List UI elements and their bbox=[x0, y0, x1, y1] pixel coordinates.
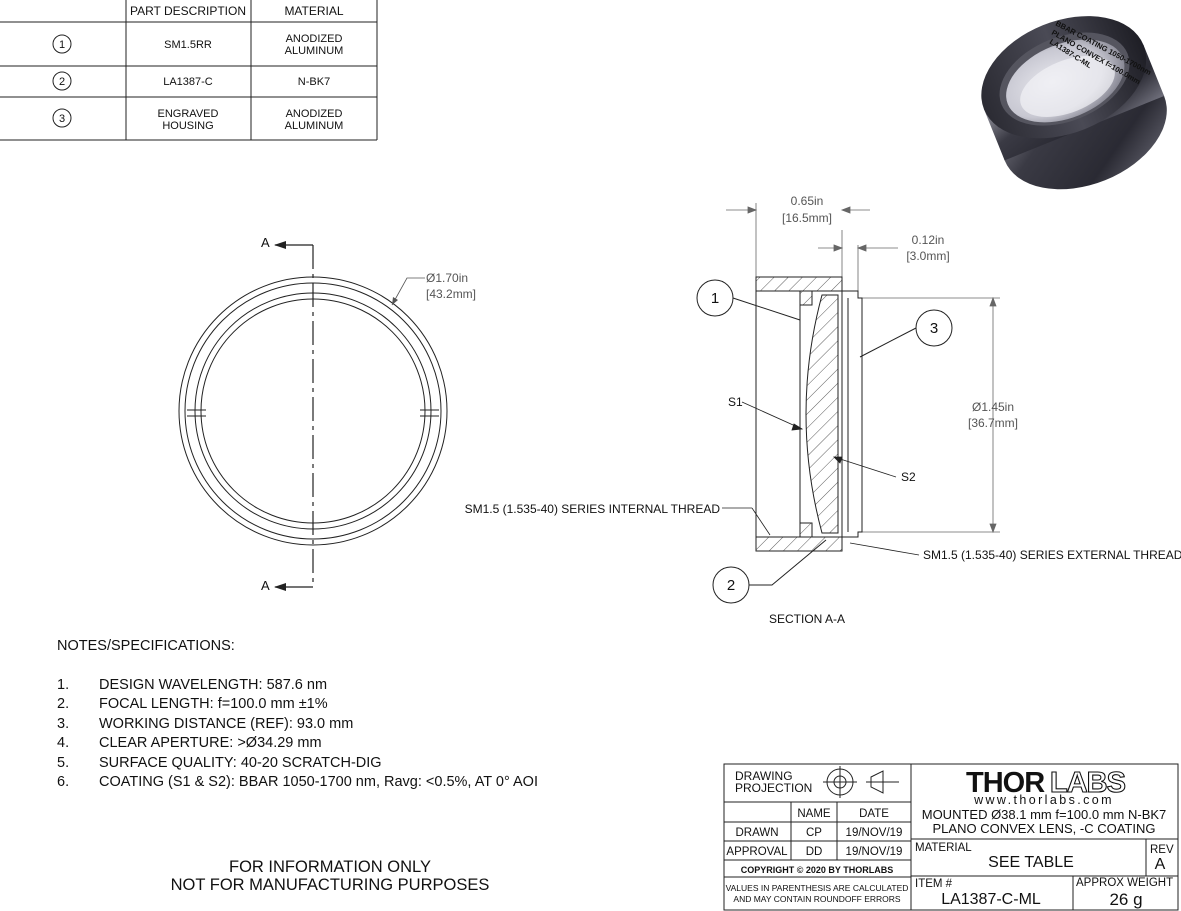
disclaimer-line2: NOT FOR MANUFACTURING PURPOSES bbox=[170, 876, 490, 894]
note-item: 4.CLEAR APERTURE: >Ø34.29 mm bbox=[57, 735, 322, 752]
header-part-description: PART DESCRIPTION bbox=[130, 4, 246, 18]
lens-cross-section bbox=[805, 294, 839, 534]
description-line2: PLANO CONVEX LENS, -C COATING bbox=[933, 821, 1156, 836]
surface-s2: S2 bbox=[901, 470, 916, 484]
row3-id: 3 bbox=[59, 113, 65, 125]
row1-material-line2: ALUMINUM bbox=[285, 45, 344, 57]
drawn-label: DRAWN bbox=[735, 827, 778, 839]
approval-date: 19/NOV/19 bbox=[846, 846, 903, 858]
approval-label: APPROVAL bbox=[726, 846, 788, 858]
description-line1: MOUNTED Ø38.1 mm f=100.0 mm N-BK7 bbox=[922, 807, 1167, 822]
internal-thread-label: SM1.5 (1.535-40) SERIES INTERNAL THREAD bbox=[465, 502, 721, 516]
notes-list: 1.DESIGN WAVELENGTH: 587.6 nm 2.FOCAL LE… bbox=[57, 676, 538, 792]
disclaimer: FOR INFORMATION ONLY NOT FOR MANUFACTURI… bbox=[140, 858, 520, 894]
rev-value: A bbox=[1155, 856, 1166, 873]
balloon-2-label: 2 bbox=[727, 577, 735, 594]
outer-diameter-imperial: Ø1.70in bbox=[426, 271, 468, 285]
parts-table: PART DESCRIPTION MATERIAL 1 2 3 SM1.5RR … bbox=[0, 0, 378, 141]
front-view: A A Ø1.70in [43.2mm] bbox=[178, 235, 476, 593]
section-title: SECTION A-A bbox=[769, 612, 845, 626]
inner-diameter-metric: [36.7mm] bbox=[968, 416, 1018, 430]
row2-material: N-BK7 bbox=[298, 76, 330, 88]
projection-label-line1: DRAWING bbox=[735, 769, 793, 783]
housing-bottom-wall bbox=[755, 536, 843, 552]
note-item: 6.COATING (S1 & S2): BBAR 1050-1700 nm, … bbox=[57, 774, 538, 791]
row1-material-line1: ANODIZED bbox=[286, 33, 343, 45]
material-label: MATERIAL bbox=[915, 842, 972, 854]
disclaimer-line1: FOR INFORMATION ONLY bbox=[229, 858, 431, 876]
name-header: NAME bbox=[797, 808, 831, 820]
note-item: 5.SURFACE QUALITY: 40-20 SCRATCH-DIG bbox=[57, 754, 382, 771]
date-header: DATE bbox=[859, 808, 889, 820]
section-view: 0.65in [16.5mm] 0.12in [3.0mm] Ø1.45in [… bbox=[465, 194, 1181, 626]
drawn-name: CP bbox=[806, 827, 822, 839]
section-marker-bottom: A bbox=[261, 578, 270, 593]
title-block: DRAWING PROJECTION NAME DATE DRAWN CP 19… bbox=[723, 763, 1179, 911]
note-item: 2.FOCAL LENGTH: f=100.0 mm ±1% bbox=[57, 696, 328, 713]
row3-description-line2: HOUSING bbox=[162, 120, 213, 132]
values-note-line2: AND MAY CONTAIN ROUNDOFF ERRORS bbox=[733, 894, 901, 904]
external-thread-label: SM1.5 (1.535-40) SERIES EXTERNAL THREAD bbox=[923, 548, 1181, 562]
width-dim-metric: [16.5mm] bbox=[782, 211, 832, 225]
thorlabs-logo: THOR LABS bbox=[966, 766, 1127, 799]
item-value: LA1387-C-ML bbox=[941, 891, 1041, 908]
values-note-line1: VALUES IN PARENTHESIS ARE CALCULATED bbox=[726, 883, 909, 893]
row1-description: SM1.5RR bbox=[164, 39, 212, 51]
width-dim-imperial: 0.65in bbox=[791, 194, 824, 208]
logo-thor: THOR bbox=[966, 767, 1045, 799]
outer-diameter-metric: [43.2mm] bbox=[426, 287, 476, 301]
notes-title: NOTES/SPECIFICATIONS: bbox=[57, 638, 235, 654]
projection-symbol-icon bbox=[823, 766, 899, 798]
item-label: ITEM # bbox=[915, 878, 953, 890]
section-arrow-bottom bbox=[274, 583, 286, 591]
row2-description: LA1387-C bbox=[163, 76, 213, 88]
row1-id: 1 bbox=[59, 39, 65, 51]
thread-dim-metric: [3.0mm] bbox=[906, 249, 949, 263]
inner-diameter-imperial: Ø1.45in bbox=[972, 400, 1014, 414]
logo-labs: LABS bbox=[1050, 767, 1126, 799]
copyright: COPYRIGHT © 2020 BY THORLABS bbox=[741, 865, 894, 875]
drawn-date: 19/NOV/19 bbox=[846, 827, 903, 839]
housing-top-wall bbox=[755, 276, 843, 292]
row2-id: 2 bbox=[59, 76, 65, 88]
note-item: 1.DESIGN WAVELENGTH: 587.6 nm bbox=[57, 677, 328, 693]
row3-description-line1: ENGRAVED bbox=[158, 108, 219, 120]
rev-label: REV bbox=[1150, 844, 1174, 856]
balloon-3-label: 3 bbox=[930, 320, 938, 337]
weight-label: APPROX WEIGHT bbox=[1076, 877, 1173, 889]
balloon-1-label: 1 bbox=[711, 290, 719, 307]
row3-material-line1: ANODIZED bbox=[286, 108, 343, 120]
note-item: 3.WORKING DISTANCE (REF): 93.0 mm bbox=[57, 715, 354, 732]
website: www.thorlabs.com bbox=[973, 793, 1114, 807]
surface-s1: S1 bbox=[728, 395, 743, 409]
section-arrow-top bbox=[274, 241, 286, 249]
header-material: MATERIAL bbox=[284, 4, 343, 18]
weight-value: 26 g bbox=[1109, 890, 1142, 909]
row3-material-line2: ALUMINUM bbox=[285, 120, 344, 132]
approval-name: DD bbox=[806, 846, 823, 858]
thread-dim-imperial: 0.12in bbox=[912, 233, 945, 247]
projection-label-line2: PROJECTION bbox=[735, 781, 812, 795]
section-marker-top: A bbox=[261, 235, 270, 250]
material-value: SEE TABLE bbox=[988, 854, 1074, 871]
product-render: BBAR COATING 1050-1700nm PLANO CONVEX f=… bbox=[981, 16, 1167, 190]
